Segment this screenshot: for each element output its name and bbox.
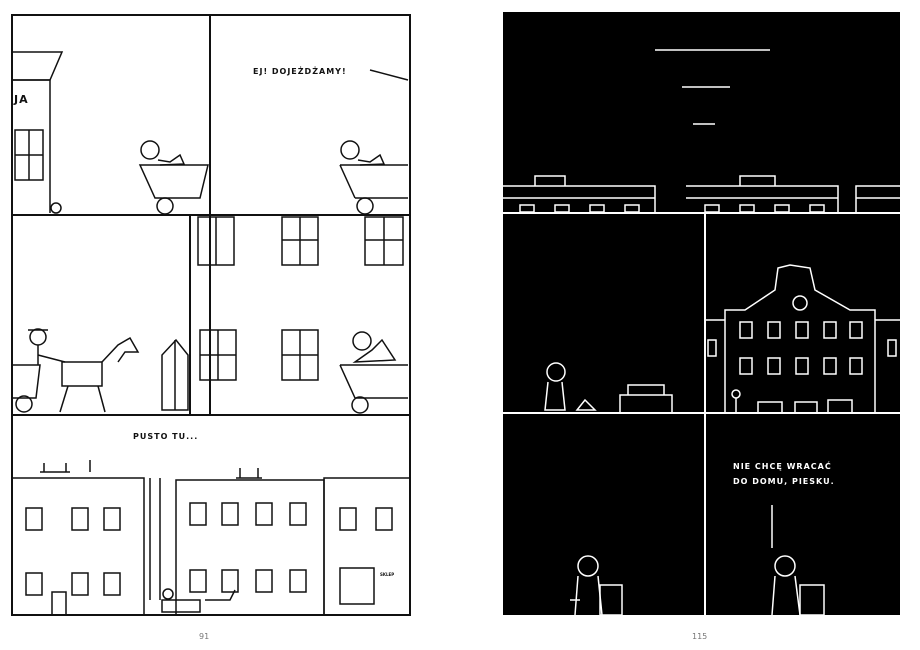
speech-pusto-tu: PUSTO TU... bbox=[133, 432, 199, 441]
right-page-night-background bbox=[503, 12, 900, 615]
page-number-left: 91 bbox=[199, 632, 210, 641]
speech-ej-dojezdzamy: EJ! DOJEŻDŻAMY! bbox=[253, 67, 347, 76]
shop-sign: SKLEP bbox=[380, 572, 395, 577]
panel-3-4-drawing bbox=[12, 216, 408, 414]
panel-5-street bbox=[11, 460, 411, 616]
night-bottom-panels bbox=[570, 505, 825, 616]
speech-nie-chce-line1: NIE CHCĘ WRACAĆ bbox=[733, 462, 832, 471]
panel-2-drawing bbox=[339, 69, 409, 215]
night-middle-panels bbox=[544, 264, 900, 414]
building-sign-ja: JA bbox=[14, 93, 29, 106]
building-windows bbox=[25, 502, 393, 616]
night-rooftops bbox=[503, 49, 900, 213]
page-number-right: 115 bbox=[692, 632, 708, 641]
panel-1-drawing bbox=[12, 51, 209, 215]
speech-nie-chce-line2: DO DOMU, PIESKU. bbox=[733, 477, 835, 486]
